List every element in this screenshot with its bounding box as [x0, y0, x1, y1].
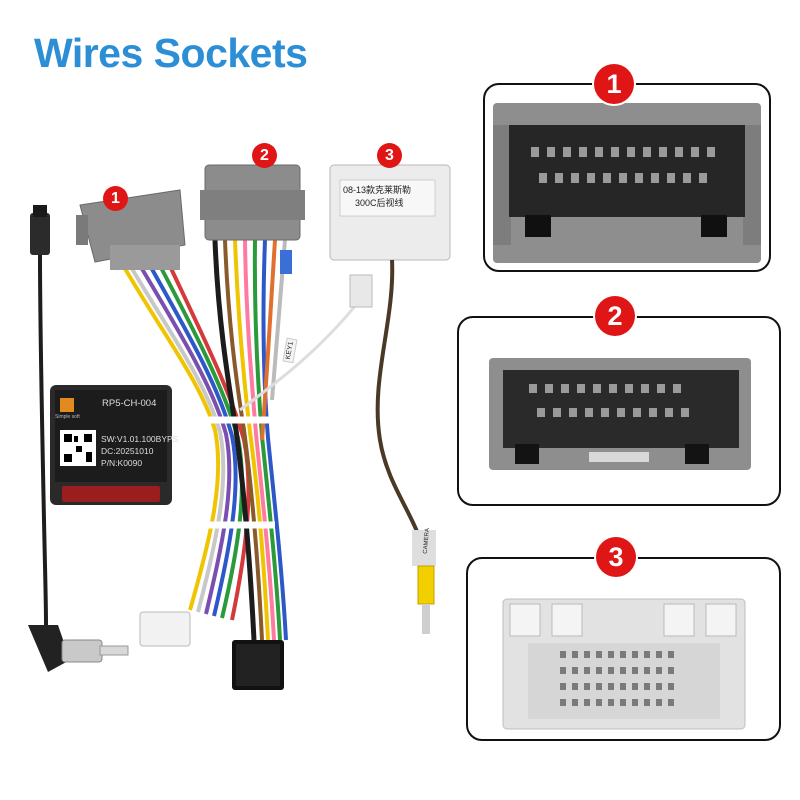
harness-badge-3: 3	[377, 143, 402, 168]
decoder-module	[50, 385, 172, 505]
socket-3-illustration	[502, 598, 746, 730]
socket-panel-1	[483, 83, 771, 272]
socket-panel-2	[457, 316, 781, 506]
module-dc: DC:20251010	[101, 446, 154, 456]
harness-photo	[28, 164, 451, 690]
harness-connector-1	[76, 189, 186, 270]
harness-connector-3	[329, 164, 451, 634]
module-sw: SW:V1.01.100BYPS	[101, 434, 179, 444]
socket-1-illustration	[493, 103, 761, 263]
module-pn: P/N:K0090	[101, 458, 143, 468]
wire-bundle	[118, 239, 362, 641]
connector3-label-line2: 300C后视线	[355, 198, 404, 208]
socket-badge-2: 2	[595, 296, 635, 336]
connector3-label-line1: 08-13款克莱斯勒	[343, 185, 412, 195]
socket-badge-3: 3	[596, 537, 636, 577]
socket-2-illustration	[489, 358, 751, 470]
harness-badge-2: 2	[252, 143, 277, 168]
socket-badge-1: 1	[594, 64, 634, 104]
bottom-connectors	[139, 611, 284, 690]
harness-badge-1: 1	[103, 186, 128, 211]
antenna-adapter	[28, 205, 129, 672]
socket-panel-3	[466, 557, 781, 741]
module-model: RP5-CH-004	[102, 398, 157, 409]
module-brand: Simple soft	[55, 414, 80, 420]
page-title: Wires Sockets	[34, 30, 308, 76]
harness-connector-2	[200, 164, 305, 274]
